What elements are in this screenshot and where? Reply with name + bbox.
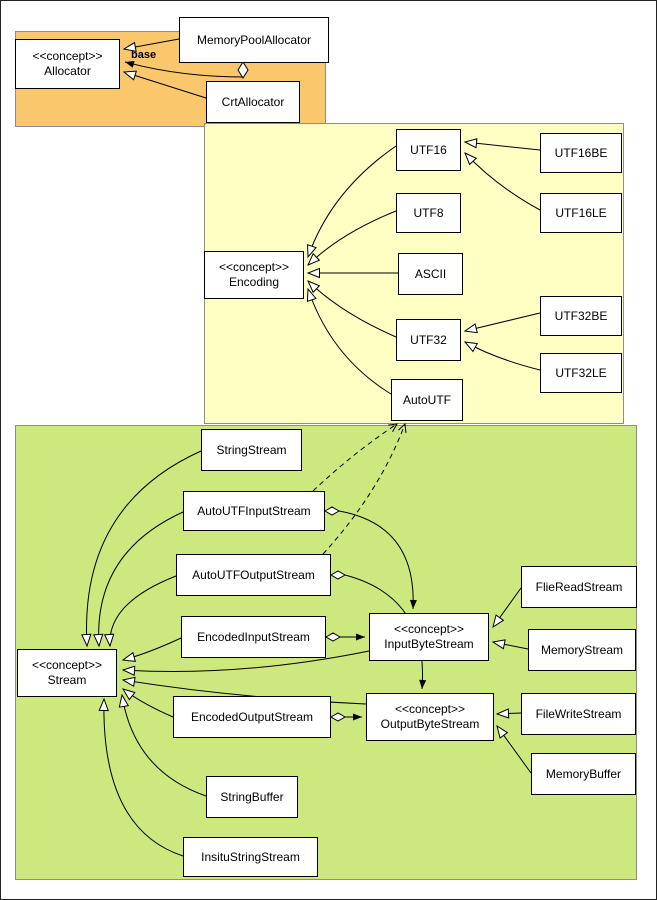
aggregation-diamond [329, 570, 347, 580]
edge-autoutfinputstream-autoutf [312, 423, 398, 492]
node-label: FlieReadStream [535, 579, 623, 594]
node-utf16le: UTF16LE [540, 193, 622, 233]
node-label: MemoryStream [540, 642, 623, 657]
aggregation-diamond [324, 632, 342, 642]
node-label: EncodedOutputStream [190, 709, 314, 724]
edge-utf32-encoding [308, 281, 397, 338]
edge-utf16le-utf16 [465, 153, 541, 211]
edge-stringbuffer-stream [122, 695, 207, 797]
node-autoutf-output-stream: AutoUTFOutputStream [176, 554, 331, 596]
edge-autoutfoutputstream-autoutf [322, 422, 407, 555]
edge-inputbytestream-stream [123, 650, 370, 671]
node-label: InputByteStream [384, 637, 474, 651]
edge-memorybuffer-outputbytestream [497, 726, 532, 774]
node-stream-concept: <<concept>> Stream [17, 649, 117, 697]
node-label: UTF16 [410, 142, 447, 157]
edge-autoutfinputstream-inputbytestream [338, 510, 417, 610]
node-label: UTF32LE [555, 365, 607, 380]
node-label: UTF8 [413, 205, 444, 220]
node-label: UTF32 [410, 332, 447, 347]
aggregation-diamond [323, 506, 341, 516]
edge-autoutf-encoding [308, 289, 392, 395]
edge-encodedoutputstream-stream [123, 689, 174, 718]
edge-fliereadstream-inputbytestream [493, 587, 522, 627]
edge-insitustringstream-stream [104, 699, 184, 857]
stereotype-label: <<concept>> [32, 49, 103, 63]
edge-stringstream-stream [87, 450, 202, 646]
node-output-byte-stream-concept: <<concept>> OutputByteStream [366, 693, 494, 741]
node-label: AutoUTFInputStream [197, 503, 311, 518]
edge-base-allocator [124, 60, 244, 78]
node-label: EncodedInputStream [197, 629, 310, 644]
node-encoded-output-stream: EncodedOutputStream [173, 696, 331, 738]
node-label: UTF16LE [555, 205, 607, 220]
edge-utf16-encoding [308, 145, 397, 257]
node-label: MemoryBuffer [545, 766, 622, 781]
node-label: CrtAllocator [221, 94, 285, 109]
node-crt-allocator: CrtAllocator [206, 81, 300, 123]
node-utf8: UTF8 [396, 193, 461, 233]
node-flie-read-stream: FlieReadStream [521, 566, 637, 608]
node-allocator-concept: <<concept>> Allocator [15, 39, 120, 89]
edge-utf8-encoding [308, 210, 397, 265]
node-encoded-input-stream: EncodedInputStream [181, 616, 326, 658]
node-label: UTF16BE [554, 145, 608, 160]
node-encoding-concept: <<concept>> Encoding [204, 251, 304, 299]
edge-outputbytestream-stream [123, 680, 367, 705]
edge-encodedinputstream-stream [123, 637, 182, 660]
node-label: Allocator [44, 64, 91, 78]
node-string-buffer: StringBuffer [206, 776, 298, 818]
edge-memorystream-inputbytestream [493, 642, 529, 650]
node-utf16be: UTF16BE [540, 133, 622, 173]
edge-memorypoolallocator-allocator [124, 38, 180, 49]
edge-autoutfoutputstream-stream [110, 575, 177, 646]
node-autoutf-input-stream: AutoUTFInputStream [183, 491, 325, 531]
node-label: OutputByteStream [380, 717, 480, 731]
node-label: AutoUTFOutputStream [192, 567, 315, 582]
edge-utf32be-utf32 [465, 312, 541, 331]
node-memory-buffer: MemoryBuffer [531, 753, 636, 795]
node-label: InsituStringStream [201, 849, 300, 864]
node-file-write-stream: FileWriteStream [521, 693, 636, 735]
node-label: FileWriteStream [535, 706, 622, 721]
node-input-byte-stream-concept: <<concept>> InputByteStream [369, 613, 489, 661]
node-utf16: UTF16 [396, 129, 461, 171]
node-autoutf: AutoUTF [391, 379, 463, 421]
stereotype-label: <<concept>> [218, 260, 290, 274]
node-label: StringStream [216, 442, 287, 457]
stereotype-label: <<concept>> [394, 702, 466, 716]
stereotype-label: <<concept>> [31, 658, 103, 672]
aggregation-diamond [237, 61, 249, 79]
node-label: Encoding [228, 275, 280, 289]
stereotype-label: <<concept>> [393, 622, 465, 636]
node-string-stream: StringStream [201, 429, 302, 471]
edge-filewritestream-outputbytestream [497, 713, 522, 714]
aggregation-diamond [329, 712, 347, 722]
edge-label-base: base [131, 49, 156, 61]
node-insitu-string-stream: InsituStringStream [183, 837, 318, 877]
node-label: AutoUTF [402, 392, 451, 407]
node-label: Stream [47, 673, 87, 687]
node-memory-stream: MemoryStream [528, 629, 636, 671]
node-utf32le: UTF32LE [540, 353, 622, 393]
node-label: MemoryPoolAllocator [196, 32, 312, 47]
node-label: ASCII [414, 266, 447, 281]
node-memory-pool-allocator: MemoryPoolAllocator [179, 17, 329, 63]
edge-utf32le-utf32 [465, 342, 541, 371]
edge-utf16be-utf16 [465, 142, 541, 151]
node-utf32: UTF32 [396, 319, 461, 361]
edge-autoutfinputstream-stream [99, 511, 184, 646]
node-utf32be: UTF32BE [540, 296, 622, 336]
edge-crtallocator-allocator [124, 72, 207, 99]
node-label: UTF32BE [554, 308, 608, 323]
node-label: StringBuffer [220, 789, 284, 804]
node-ascii: ASCII [398, 253, 463, 295]
